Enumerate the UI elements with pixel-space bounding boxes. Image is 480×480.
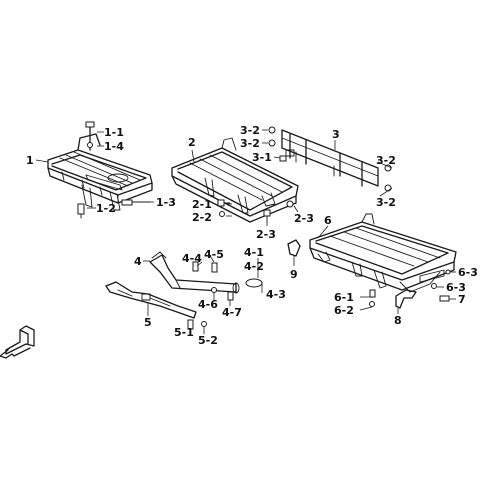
callout-1: 1: [26, 154, 34, 167]
grab-bar: [149, 251, 240, 294]
callout-4-5: 4-5: [204, 248, 224, 261]
callout-4-7: 4-7: [222, 306, 242, 319]
callout-5-1: 5-1: [174, 326, 194, 339]
bolt-2-3: [263, 209, 271, 223]
washer-6-3b: [431, 283, 437, 289]
washer-2-2: [219, 211, 225, 217]
callout-3-2a: 3-2: [240, 124, 260, 137]
cap-4-1: [245, 278, 263, 288]
callout-6-3b: 6-3: [446, 281, 466, 294]
callout-2-1: 2-1: [192, 198, 212, 211]
callout-6-3a: 6-3: [458, 266, 478, 279]
callout-3-2b: 3-2: [240, 137, 260, 150]
middle-rack: [171, 137, 299, 223]
callout-4-1: 4-1: [244, 246, 264, 259]
callout-9: 9: [290, 268, 298, 281]
washer-1-4: [87, 142, 93, 148]
callout-6-2: 6-2: [334, 304, 354, 317]
callout-2-2: 2-2: [192, 211, 212, 224]
bolt-4-4: [192, 261, 199, 272]
bolt-5-1: [187, 319, 194, 330]
callout-1-1: 1-1: [104, 126, 124, 139]
callout-4-2: 4-2: [244, 260, 264, 273]
bolt-4-7: [227, 291, 234, 301]
callout-8: 8: [394, 314, 402, 327]
callout-3-2d: 3-2: [376, 196, 396, 209]
callout-3: 3: [332, 128, 340, 141]
clip-9: [287, 239, 301, 257]
callout-1-3: 1-3: [156, 196, 176, 209]
callout-4: 4: [134, 255, 142, 268]
bracket-8: [395, 289, 417, 309]
washer-6-2: [369, 301, 375, 307]
callout-2-3a: 2-3: [256, 228, 276, 241]
washer-3-2b: [268, 139, 276, 147]
callout-6: 6: [324, 214, 332, 227]
callout-5-2: 5-2: [198, 334, 218, 347]
bolt-7: [439, 295, 450, 302]
bolt-1-2: [77, 203, 85, 219]
washer-3-2d: [384, 184, 392, 192]
callout-2: 2: [188, 136, 196, 149]
callout-1-4: 1-4: [104, 140, 124, 153]
callout-3-2c: 3-2: [376, 154, 396, 167]
bolt-6-1: [369, 289, 376, 298]
callout-3-1: 3-1: [252, 151, 272, 164]
callout-7: 7: [458, 293, 466, 306]
bolt-3-1: [279, 155, 287, 162]
callout-5: 5: [144, 316, 152, 329]
front-direction-arrow-icon: [0, 325, 35, 359]
washer-6-3a: [445, 269, 451, 275]
washer-3-2a: [268, 126, 276, 134]
callout-2-3b: 2-3: [294, 212, 314, 225]
top-rail: [281, 129, 379, 187]
callout-6-1: 6-1: [334, 291, 354, 304]
callout-4-4: 4-4: [182, 252, 202, 265]
leader-lines: [35, 129, 456, 334]
callout-1-2: 1-2: [96, 202, 116, 215]
callout-labels: 1 1-1 1-4 1-2 1-3 2 2-1 2-2 2-3 2-3 3 3-…: [26, 124, 478, 347]
side-bracket: [105, 281, 197, 319]
front-rack: [47, 133, 153, 211]
callout-4-6: 4-6: [198, 298, 218, 311]
bolt-1-3: [121, 199, 151, 206]
bolt-4-5: [211, 262, 218, 273]
washer-5-2: [201, 321, 207, 327]
bolt-2-1: [217, 199, 231, 207]
washer-4-6: [211, 287, 217, 293]
rear-rack: [309, 213, 457, 293]
washer-2-3: [286, 200, 294, 208]
callout-4-3: 4-3: [266, 288, 286, 301]
